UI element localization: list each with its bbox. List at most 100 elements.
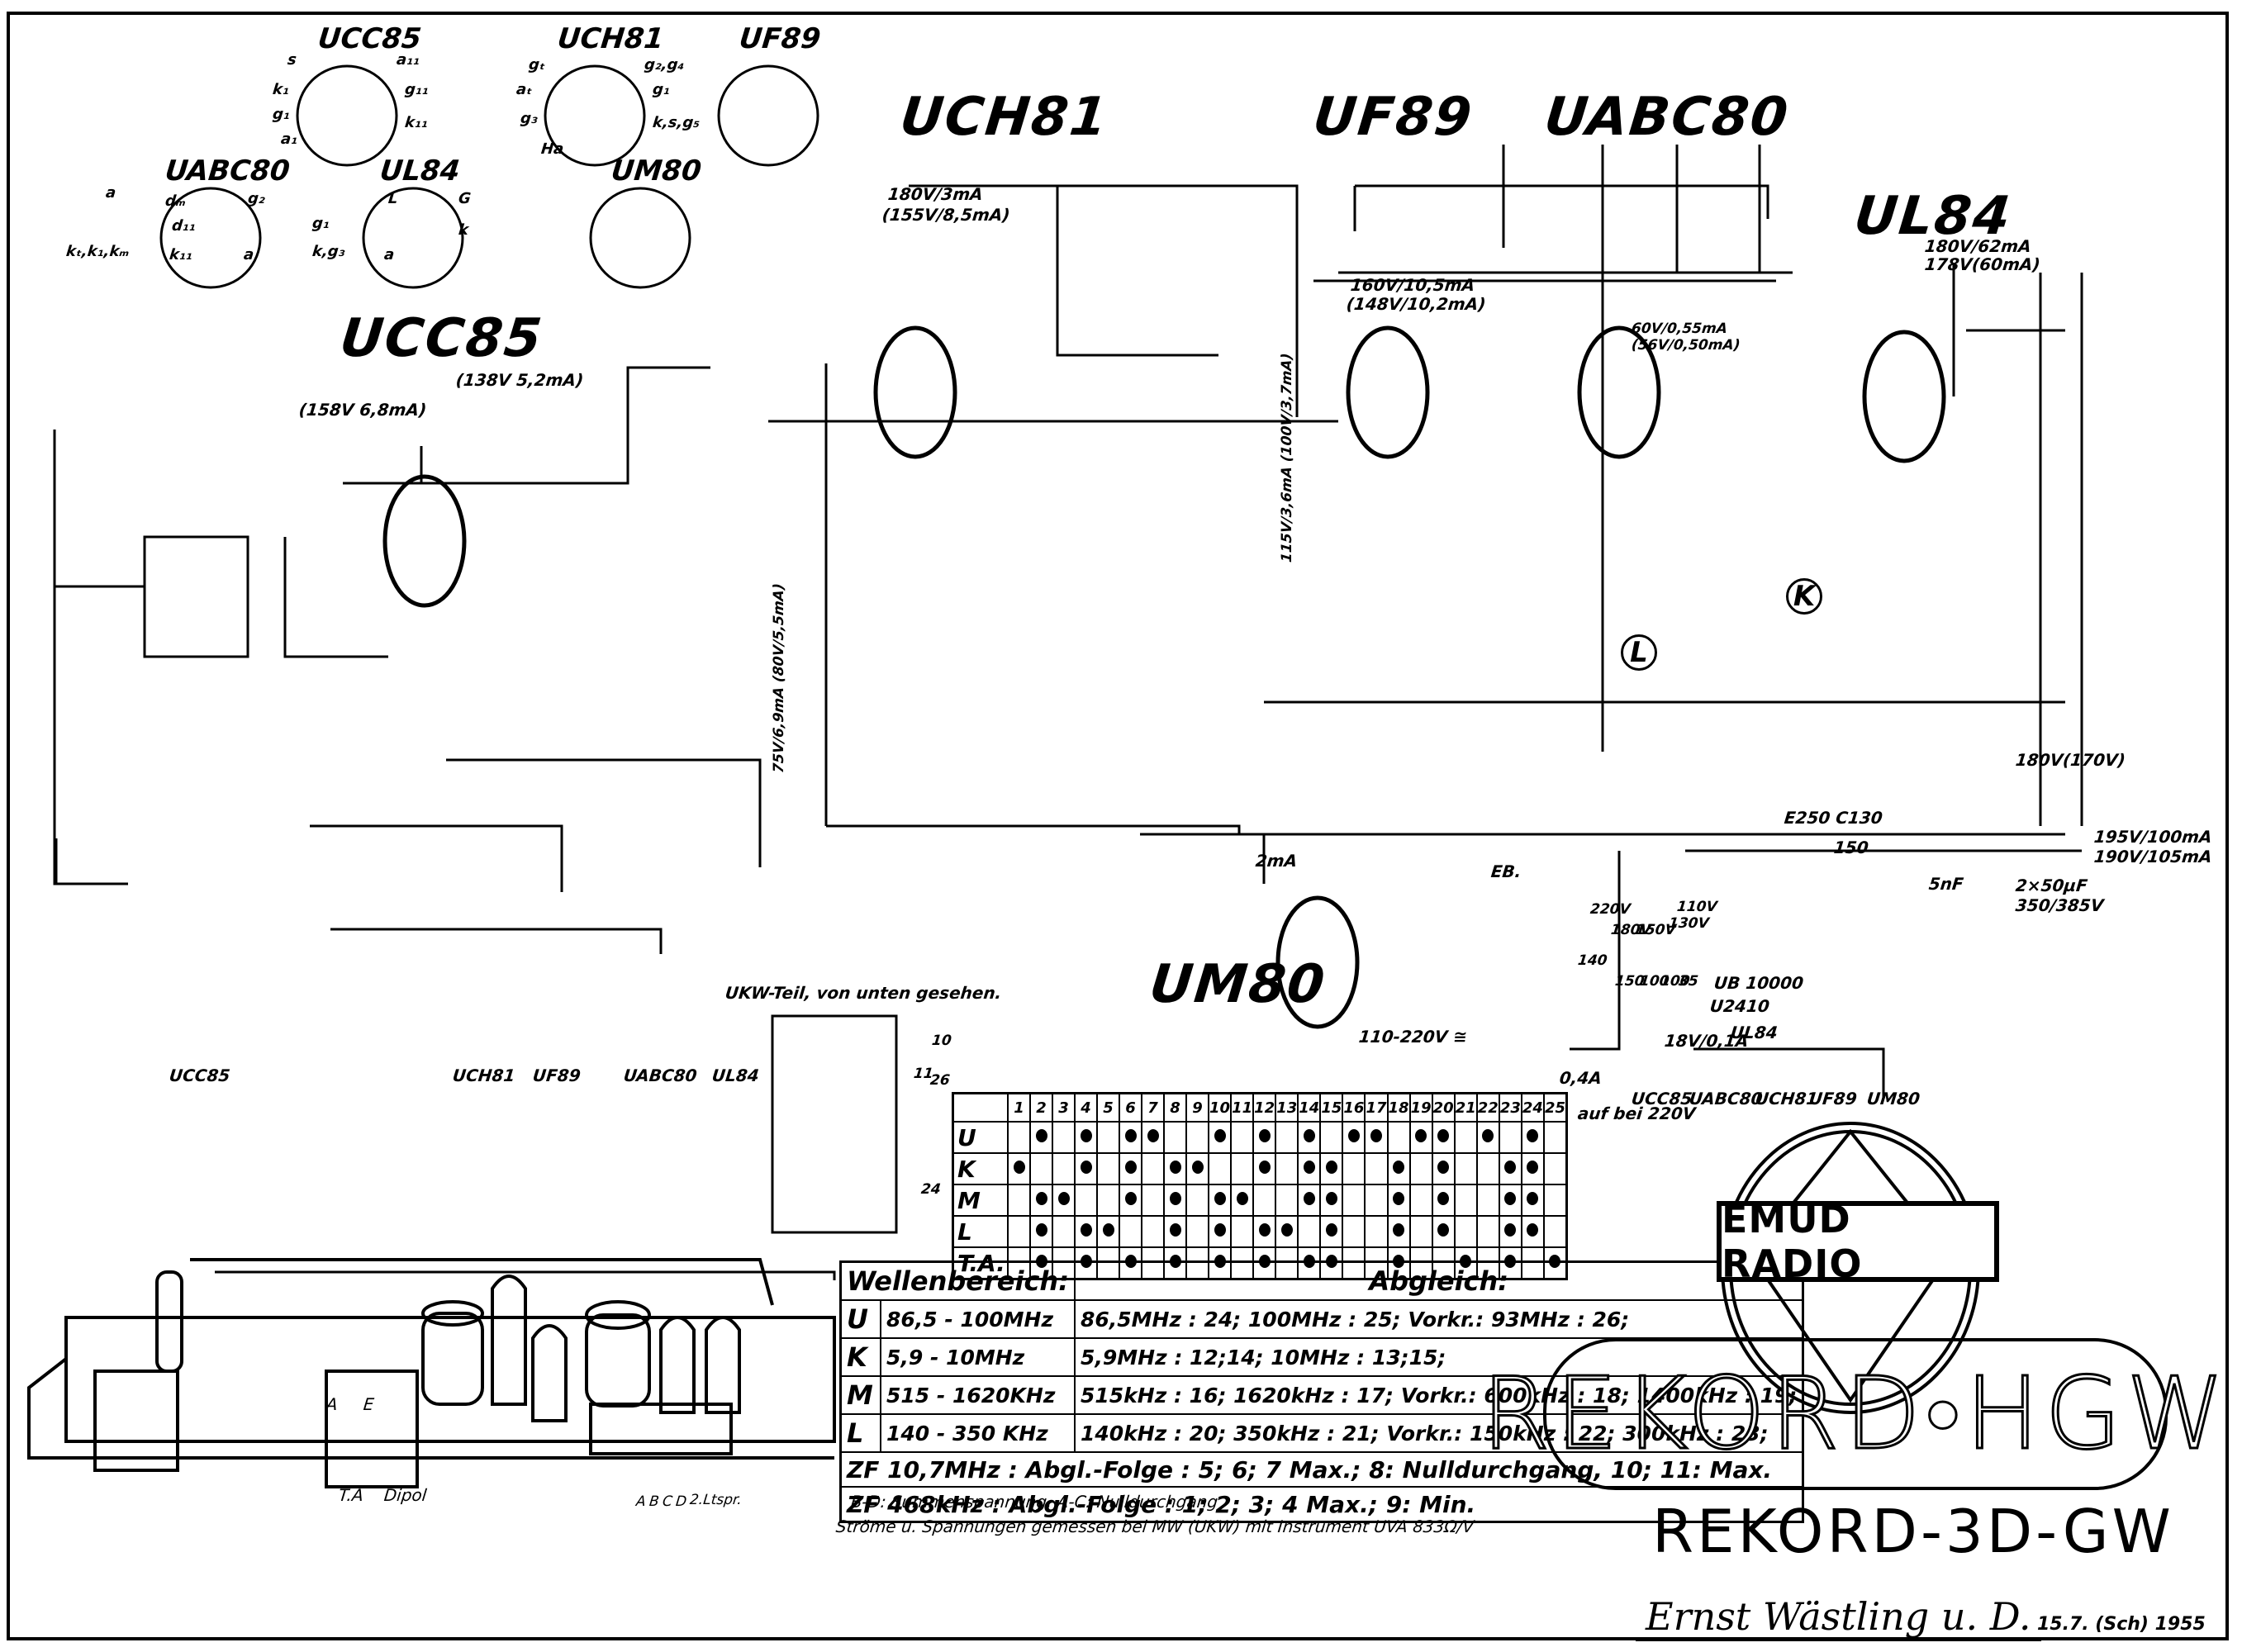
switch-cell	[1007, 1121, 1031, 1154]
switch-cell	[1029, 1215, 1053, 1248]
pin-label: kₜ,k₁,kₘ	[64, 243, 131, 260]
contact-closed-dot	[1013, 1160, 1025, 1174]
ukw-terminal: 24	[920, 1181, 942, 1198]
switch-table-corner	[952, 1092, 1009, 1123]
pin-label: a	[382, 246, 396, 263]
alignment-if-procedure: ZF 468kHz : Abgl.-Folge : 1; 2; 3; 4 Max…	[839, 1486, 1804, 1523]
switch-contact-number: 25	[1542, 1092, 1568, 1123]
heading-ucc85: UCC85	[337, 308, 546, 369]
switch-cell	[1542, 1215, 1568, 1248]
switch-cell	[1431, 1121, 1456, 1154]
base-title-um80: UM80	[609, 154, 703, 188]
contact-closed-dot	[1437, 1128, 1450, 1142]
switch-cell	[1230, 1184, 1255, 1217]
pin-label: g₁	[311, 215, 330, 232]
switch-contact-number: 17	[1364, 1092, 1389, 1123]
contact-closed-dot	[1437, 1222, 1450, 1237]
connector-b: B	[648, 1493, 660, 1510]
switch-cell	[1163, 1121, 1187, 1154]
psu-filter-caps: 2×50µF	[2014, 876, 2089, 895]
switch-cell	[1386, 1184, 1411, 1217]
switch-cell	[1096, 1152, 1120, 1185]
psu-dropper: 35	[1678, 973, 1699, 990]
alignment-range: 140 - 350 KHz	[880, 1413, 1076, 1453]
switch-cell	[1185, 1184, 1209, 1217]
switch-cell	[1275, 1215, 1299, 1248]
switch-cell	[1207, 1121, 1233, 1154]
switch-cell	[1520, 1184, 1545, 1217]
switch-cell	[1431, 1184, 1456, 1217]
switch-contact-number: 7	[1141, 1092, 1165, 1123]
switch-band-label: K	[952, 1152, 1009, 1185]
connector-d: D	[675, 1493, 688, 1510]
switch-cell	[1364, 1152, 1389, 1185]
tube-ul84	[1862, 330, 1946, 463]
switch-cell	[1052, 1121, 1076, 1154]
alignment-range: 5,9 - 10MHz	[880, 1337, 1076, 1377]
ukw-terminal: 10	[931, 1032, 952, 1049]
switch-cell	[1275, 1184, 1299, 1217]
contact-closed-dot	[1482, 1128, 1494, 1142]
op-uf89: 160V/10,5mA	[1349, 275, 1476, 295]
contact-closed-dot	[1035, 1191, 1047, 1205]
contact-closed-dot	[1080, 1160, 1092, 1174]
switch-cell	[1096, 1184, 1120, 1217]
switch-contact-number: 18	[1386, 1092, 1411, 1123]
connector-antenna: A	[325, 1394, 339, 1414]
heading-ul84: UL84	[1851, 186, 2015, 247]
contact-closed-dot	[1280, 1222, 1293, 1237]
switch-cell	[1230, 1152, 1255, 1185]
connector-phono: T.A	[337, 1485, 365, 1505]
switch-cell	[1007, 1215, 1031, 1248]
psu-cap: 5nF	[1927, 874, 1965, 894]
contact-closed-dot	[1504, 1222, 1517, 1237]
switch-cell	[1542, 1184, 1568, 1217]
base-diagrams	[159, 64, 819, 289]
switch-cell	[1007, 1152, 1031, 1185]
switch-cell	[1297, 1152, 1322, 1185]
contact-closed-dot	[1080, 1128, 1092, 1142]
marker-tone-control: K	[1786, 578, 1822, 615]
tube-uabc80	[1577, 325, 1661, 459]
psu-resistor: 150	[1832, 838, 1870, 857]
switch-cell	[1408, 1121, 1433, 1154]
switch-cell	[1163, 1152, 1187, 1185]
switch-cell	[1475, 1215, 1500, 1248]
heading-uch81: UCH81	[897, 87, 1112, 148]
switch-contact-number: 2	[1029, 1092, 1053, 1123]
switch-cell	[1185, 1215, 1209, 1248]
pin-label: d₁₁	[170, 217, 197, 235]
pin-label: g₂,g₄	[643, 56, 686, 74]
switch-cell	[1297, 1121, 1322, 1154]
pin-label: G	[457, 190, 472, 207]
op-uch81-osc: 75V/6,9mA (80V/5,5mA)	[771, 582, 787, 774]
contact-closed-dot	[1347, 1128, 1360, 1142]
switch-cell	[1007, 1184, 1031, 1217]
switch-cell	[1520, 1152, 1545, 1185]
ukw-terminal: 26	[929, 1072, 951, 1089]
alignment-header-procedure: Abgleich:	[1073, 1260, 1804, 1301]
switch-cell	[1342, 1152, 1366, 1185]
switch-cell	[1408, 1184, 1433, 1217]
op-ucc85-a: (158V 6,8mA)	[297, 400, 428, 420]
switch-cell	[1119, 1152, 1142, 1185]
heater-uf89: UF89	[1807, 1089, 1858, 1108]
switch-cell	[1386, 1152, 1411, 1185]
base-title-uch81: UCH81	[555, 22, 666, 55]
pin-label: k₁₁	[168, 246, 193, 263]
base-uch81	[544, 64, 646, 167]
psu-rectifier: E250 C130	[1783, 808, 1884, 828]
tube-uch81	[873, 325, 957, 459]
switch-cell	[1297, 1215, 1322, 1248]
switch-contact-number: 23	[1498, 1092, 1522, 1123]
pin-label: g₁₁	[403, 81, 430, 98]
switch-cell	[1364, 1215, 1389, 1248]
switch-cell	[1119, 1215, 1142, 1248]
switch-cell	[1475, 1184, 1500, 1217]
contact-closed-dot	[1303, 1191, 1315, 1205]
switch-contact-number: 13	[1275, 1092, 1299, 1123]
contact-closed-dot	[1057, 1191, 1070, 1205]
switch-cell	[1408, 1152, 1433, 1185]
